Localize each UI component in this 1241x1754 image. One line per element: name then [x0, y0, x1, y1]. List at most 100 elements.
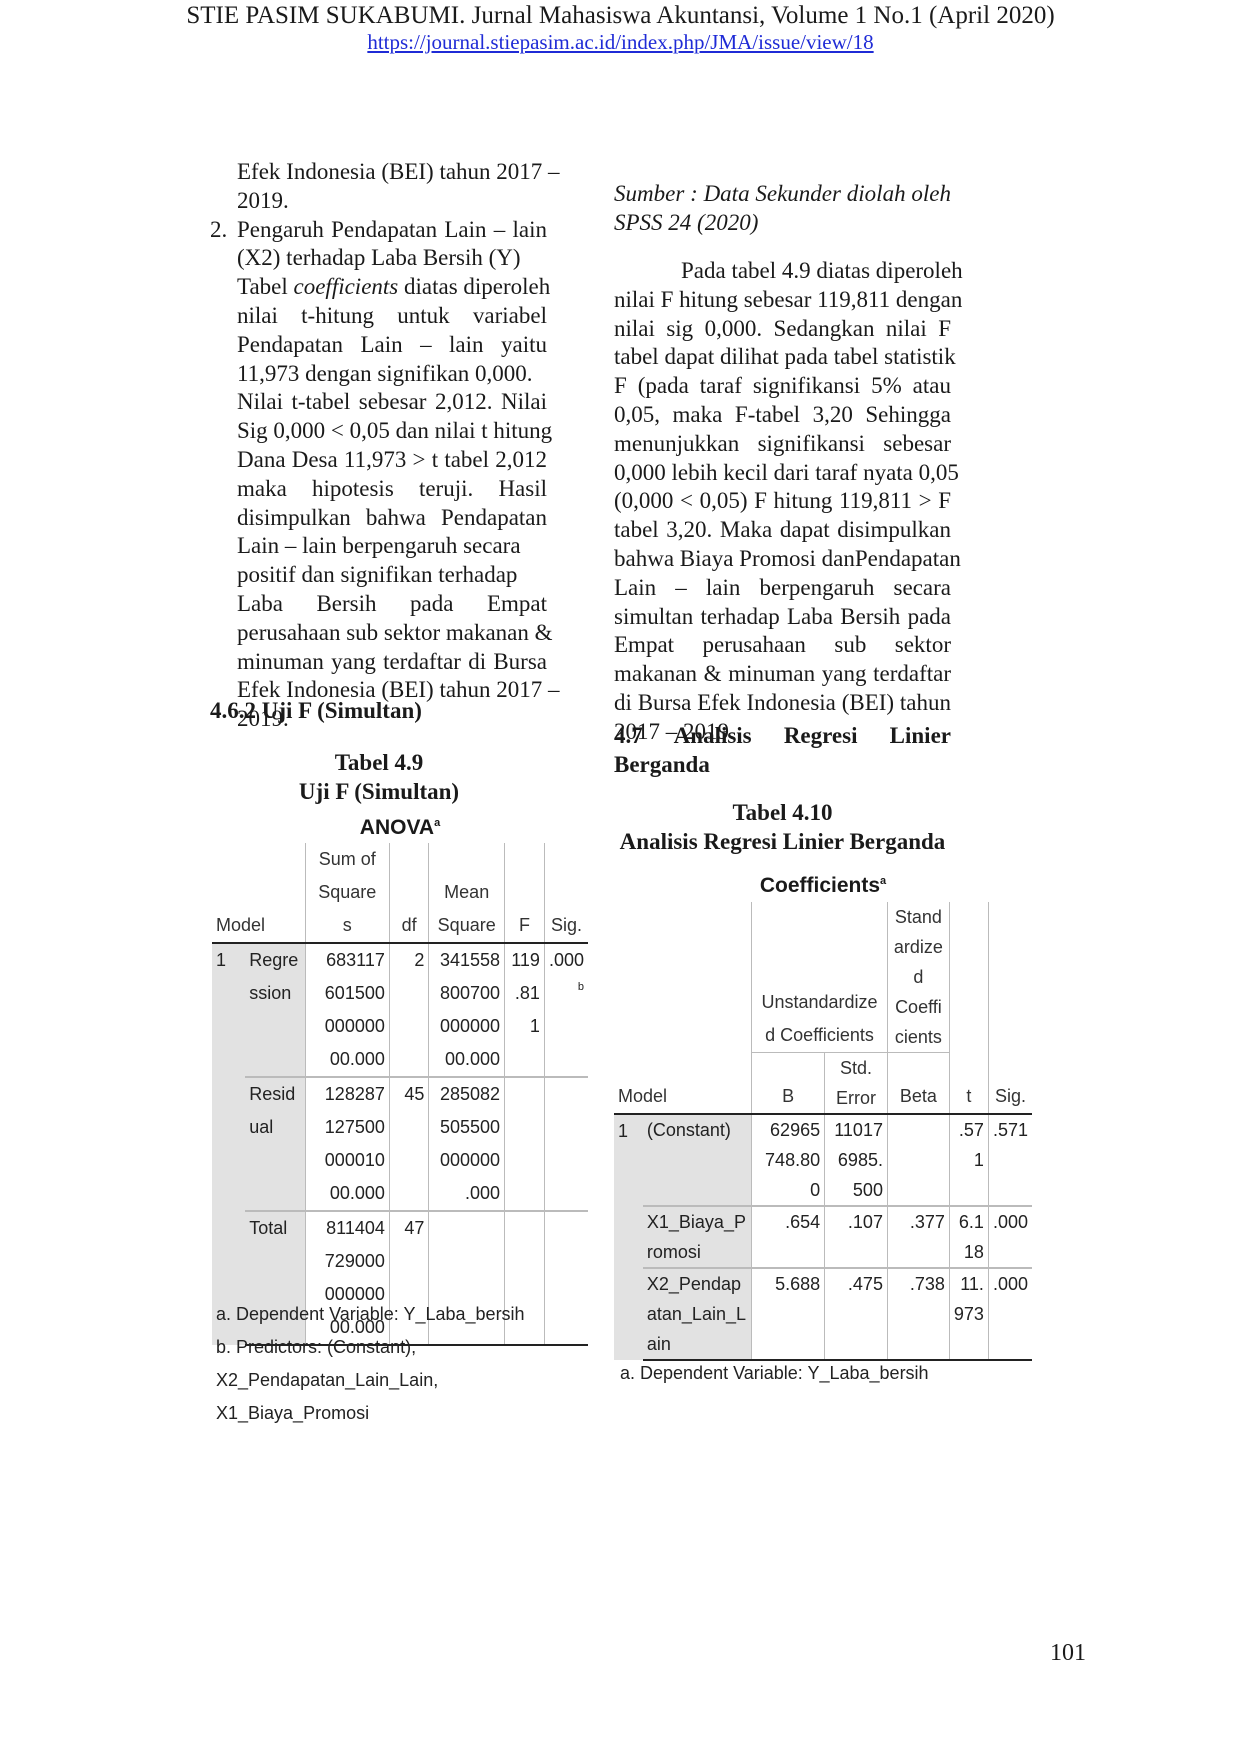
text-line: tabel 3,20. Maka dapat disimpulkan: [614, 517, 951, 543]
cell-value: .107: [824, 1206, 888, 1269]
cell-value: 500: [852, 1180, 883, 1200]
header-standardized: Coeffi: [895, 997, 942, 1017]
cell-value: 1: [529, 1016, 540, 1036]
header-mean-square: Square: [437, 915, 496, 935]
empty-cell: [504, 1077, 545, 1212]
empty-cell: [543, 1211, 588, 1346]
cell-value: 000010: [324, 1150, 385, 1170]
cell-value: 811404: [326, 1218, 385, 1238]
cell-value: 18: [963, 1242, 984, 1262]
text-line: Pada tabel 4.9 diatas diperoleh: [681, 258, 963, 283]
text-line: menunjukkan signifikansi sebesar: [614, 430, 951, 456]
header-b: B: [751, 1052, 825, 1115]
heading-line: 4.7 Analisis Regresi Linier: [614, 723, 951, 748]
cell-value: 729000: [324, 1251, 385, 1271]
cell-value: 00.000: [329, 1317, 385, 1337]
footnote: X2_Pendapatan_Lain_Lain, X1_Biaya_Promos…: [216, 1370, 439, 1423]
item-title-line: (X2) terhadap Laba Bersih (Y): [237, 245, 521, 271]
cell-value: .000: [548, 950, 584, 970]
cell-value: 748.80: [765, 1150, 821, 1170]
cell-value: 5.688: [751, 1268, 825, 1361]
caption-line: Tabel 4.9: [334, 750, 424, 775]
model-number: 1: [614, 1114, 643, 1360]
text-line: disimpulkan bahwa Pendapatan: [237, 504, 547, 530]
item-title-line: Pengaruh Pendapatan Lain – lain: [237, 216, 547, 242]
text-line: Dana Desa 11,973 > t tabel 2,012: [237, 446, 547, 472]
coefficients-title: Coefficientsa: [759, 874, 887, 897]
section-heading: 4.6.2 Uji F (Simultan): [210, 698, 422, 723]
text-line: nilai sig 0,000. Sedangkan nilai F: [614, 315, 951, 341]
row-label: X1_Biaya_P: [646, 1212, 746, 1232]
text-line: 2019.: [237, 706, 289, 732]
journal-header: STIE PASIM SUKABUMI. Jurnal Mahasiswa Ak…: [186, 2, 1055, 29]
cell-value: 11.: [960, 1274, 984, 1294]
cell-value: 45: [388, 1077, 429, 1212]
cell-value: 000000: [439, 1016, 501, 1036]
text-line: simultan terhadap Laba Bersih pada: [614, 603, 951, 629]
journal-url-link[interactable]: https://journal.stiepasim.ac.id/index.ph…: [367, 30, 874, 54]
cell-value: 285082: [439, 1084, 501, 1104]
table-row: X2_Pendap atan_Lain_L ain 5.688 .475 .73…: [614, 1268, 1032, 1361]
coefficients-table: Model Unstandardize d Coefficients Stand…: [614, 902, 1032, 1361]
cell-value: 800700: [439, 983, 501, 1003]
text-line: 2017 – 2019.: [614, 718, 735, 744]
table-caption: Tabel 4.9 Uji F (Simultan): [279, 749, 479, 807]
empty-cell: [504, 1211, 545, 1346]
row-label: atan_Lain_L: [646, 1304, 746, 1324]
cell-value: .000: [987, 1268, 1032, 1361]
header-t: t: [948, 902, 989, 1115]
cell-value: 341558: [439, 950, 501, 970]
header-std-error: Error: [836, 1088, 877, 1108]
footnote: a. Dependent Variable: Y_Laba_bersih: [216, 1304, 525, 1324]
cell-value: 62965: [770, 1120, 821, 1140]
section-heading: 4.7 Analisis Regresi Linier Berganda: [614, 722, 951, 780]
header-sig: Sig.: [543, 843, 588, 944]
source-note: Sumber : Data Sekunder diolah oleh SPSS …: [614, 180, 951, 238]
caption-line: Uji F (Simultan): [298, 778, 460, 804]
coefficients-footnote: a. Dependent Variable: Y_Laba_bersih: [620, 1363, 929, 1383]
list-number: 2.: [210, 216, 228, 242]
header-beta: Beta: [886, 1052, 950, 1115]
row-label: ain: [646, 1334, 671, 1354]
text-line: positif dan signifikan terhadap: [237, 562, 518, 588]
row-label: Resid: [249, 1084, 296, 1104]
table-row: 1 Regre ssion 683117 601500 000000 00.00…: [212, 943, 588, 1345]
cell-value: 973: [953, 1304, 984, 1324]
cell-value: .000: [987, 1206, 1032, 1269]
header-std-error: Std.: [840, 1058, 873, 1078]
text-line: nilai F hitung sebesar 119,811 dengan: [614, 286, 963, 312]
header-unstandardized: d Coefficients: [765, 1025, 874, 1045]
text-line: Empat perusahaan sub sektor: [614, 632, 951, 658]
text-line: 2019.: [237, 187, 289, 213]
text-line: tabel dapat dilihat pada tabel statistik: [614, 344, 956, 370]
cell-value: [886, 1114, 950, 1207]
source-line: SPSS 24 (2020): [614, 209, 759, 235]
cell-value: .57: [958, 1120, 984, 1140]
header-f: F: [504, 843, 545, 944]
row-label: X2_Pendap: [646, 1274, 741, 1294]
cell-value: 0: [810, 1180, 821, 1200]
row-label: Regre: [249, 950, 299, 970]
cell-value: 000000: [324, 1016, 385, 1036]
right-paragraph: Pada tabel 4.9 diatas diperoleh nilai F …: [614, 257, 963, 747]
header-sum-of-squares: s: [342, 915, 352, 935]
table-row: 1 (Constant) 62965 748.80 0 11017 6985. …: [614, 1114, 1032, 1360]
cell-value: 1: [973, 1150, 984, 1170]
heading-line: Berganda: [614, 751, 710, 777]
table-row: Total 811404 729000 000000 00.000 47: [212, 1211, 588, 1346]
header-df: df: [388, 843, 429, 944]
cell-value: 683117: [326, 950, 385, 970]
text-line: 0,05, maka F-tabel 3,20 Sehingga: [614, 401, 951, 427]
text-line: (0,000 < 0,05) F hitung 119,811 > F: [614, 488, 951, 514]
footnote: b. Predictors: (Constant),: [216, 1337, 417, 1357]
row-label: (Constant): [642, 1114, 752, 1207]
caption-line: Analisis Regresi Linier Berganda: [619, 828, 946, 854]
header-sum-of-squares: Square: [318, 882, 377, 902]
cell-value: 119: [511, 950, 540, 970]
cell-value: .81: [514, 983, 540, 1003]
row-label: ssion: [249, 983, 292, 1003]
table-row: Resid ual 128287 127500 000010 00.000 45…: [212, 1077, 588, 1212]
text-line: Sig 0,000 < 0,05 dan nilai t hitung: [237, 418, 553, 444]
text-line: Efek Indonesia (BEI) tahun 2017 –: [237, 159, 560, 184]
header-model: Model: [216, 915, 266, 935]
